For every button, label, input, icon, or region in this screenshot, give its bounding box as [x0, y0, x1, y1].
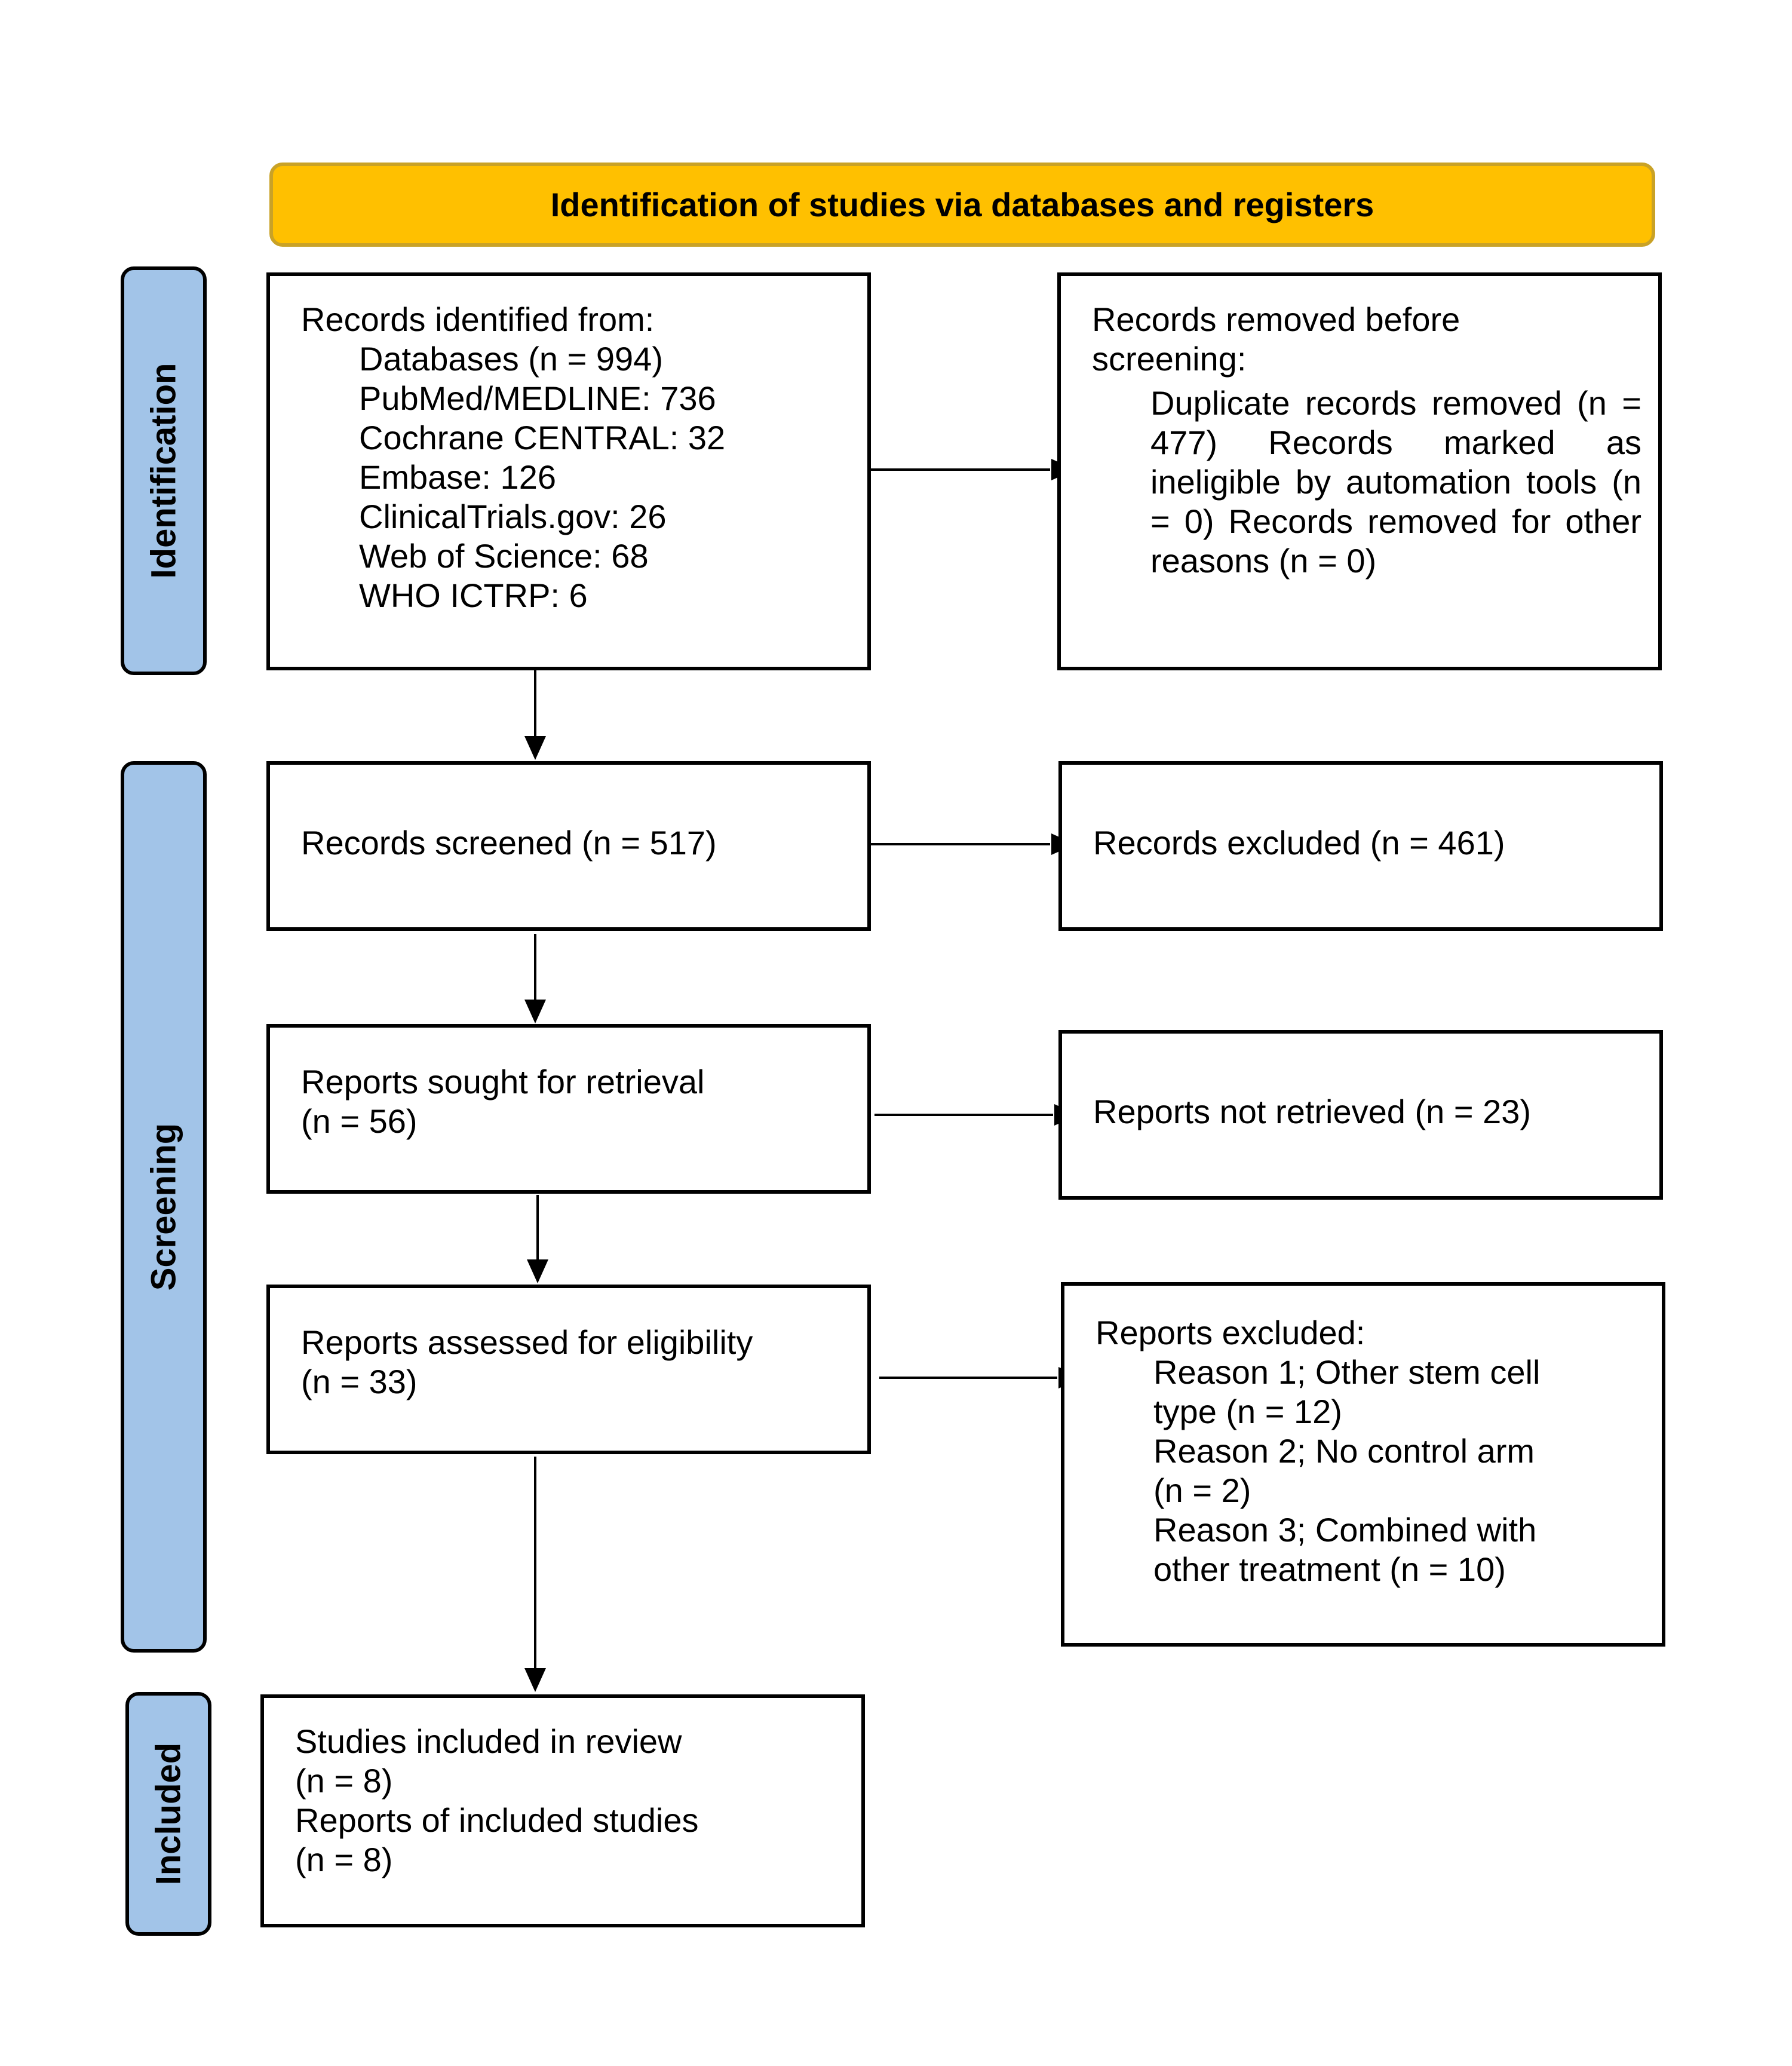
included-line: (n = 8)	[295, 1762, 393, 1800]
phase-label-screening: Screening	[121, 761, 207, 1653]
reports-assessed-line-2: (n = 33)	[301, 1363, 418, 1400]
source-clinicaltrials: ClinicalTrials.gov: 26	[359, 498, 667, 535]
phase-label-screening-text: Screening	[144, 1123, 183, 1291]
header-banner: Identification of studies via databases …	[269, 163, 1655, 247]
arrowhead	[524, 1668, 546, 1692]
exclusion-reason-line: (n = 2)	[1153, 1472, 1251, 1509]
reports-excluded-box: Reports excluded: Reason 1; Other stem c…	[1061, 1282, 1665, 1647]
exclusion-reason-line: Reason 2; No control arm	[1153, 1432, 1535, 1470]
arrowhead	[524, 736, 546, 760]
source-embase: Embase: 126	[359, 458, 556, 496]
source-who-ictrp: WHO ICTRP: 6	[359, 577, 588, 614]
exclusion-reason-line: Reason 1; Other stem cell	[1153, 1353, 1541, 1391]
records-removed-heading-2: screening:	[1092, 340, 1247, 378]
arrowhead	[524, 1000, 546, 1023]
included-line: Reports of included studies	[295, 1801, 699, 1839]
records-screened-text: Records screened (n = 517)	[301, 824, 717, 862]
records-excluded-box: Records excluded (n = 461)	[1058, 761, 1663, 931]
reports-sought-line-1: Reports sought for retrieval	[301, 1063, 705, 1101]
records-removed-body: Duplicate records removed (n = 477) Reco…	[1150, 384, 1641, 580]
phase-label-identification: Identification	[121, 266, 207, 675]
included-line: (n = 8)	[295, 1841, 393, 1878]
reports-not-retrieved-text: Reports not retrieved (n = 23)	[1093, 1093, 1532, 1130]
source-pubmed: PubMed/MEDLINE: 736	[359, 379, 716, 417]
records-removed-box: Records removed before screening: Duplic…	[1057, 272, 1662, 670]
records-identified-box: Records identified from: Databases (n = …	[266, 272, 871, 670]
source-databases: Databases (n = 994)	[359, 340, 663, 378]
source-cochrane: Cochrane CENTRAL: 32	[359, 419, 726, 456]
records-removed-heading-1: Records removed before	[1092, 301, 1460, 338]
exclusion-reason-line: other treatment (n = 10)	[1153, 1550, 1506, 1588]
reports-sought-box: Reports sought for retrieval (n = 56)	[266, 1024, 871, 1194]
header-title: Identification of studies via databases …	[550, 186, 1374, 223]
reports-assessed-line-1: Reports assessed for eligibility	[301, 1323, 753, 1361]
records-excluded-text: Records excluded (n = 461)	[1093, 824, 1505, 862]
records-identified-heading: Records identified from:	[301, 301, 655, 338]
reports-assessed-box: Reports assessed for eligibility (n = 33…	[266, 1285, 871, 1454]
reports-sought-line-2: (n = 56)	[301, 1102, 418, 1140]
records-screened-box: Records screened (n = 517)	[266, 761, 871, 931]
phase-label-included: Included	[125, 1692, 211, 1936]
exclusion-reason-line: Reason 3; Combined with	[1153, 1511, 1537, 1549]
source-web-of-science: Web of Science: 68	[359, 537, 649, 575]
exclusion-reason-line: type (n = 12)	[1153, 1393, 1342, 1430]
phase-label-identification-text: Identification	[144, 363, 183, 579]
included-studies-box: Studies included in review (n = 8) Repor…	[260, 1694, 865, 1927]
arrowhead	[527, 1259, 548, 1283]
phase-label-included-text: Included	[149, 1742, 188, 1886]
reports-not-retrieved-box: Reports not retrieved (n = 23)	[1058, 1030, 1663, 1200]
included-line: Studies included in review	[295, 1722, 682, 1760]
reports-excluded-heading: Reports excluded:	[1096, 1314, 1366, 1351]
